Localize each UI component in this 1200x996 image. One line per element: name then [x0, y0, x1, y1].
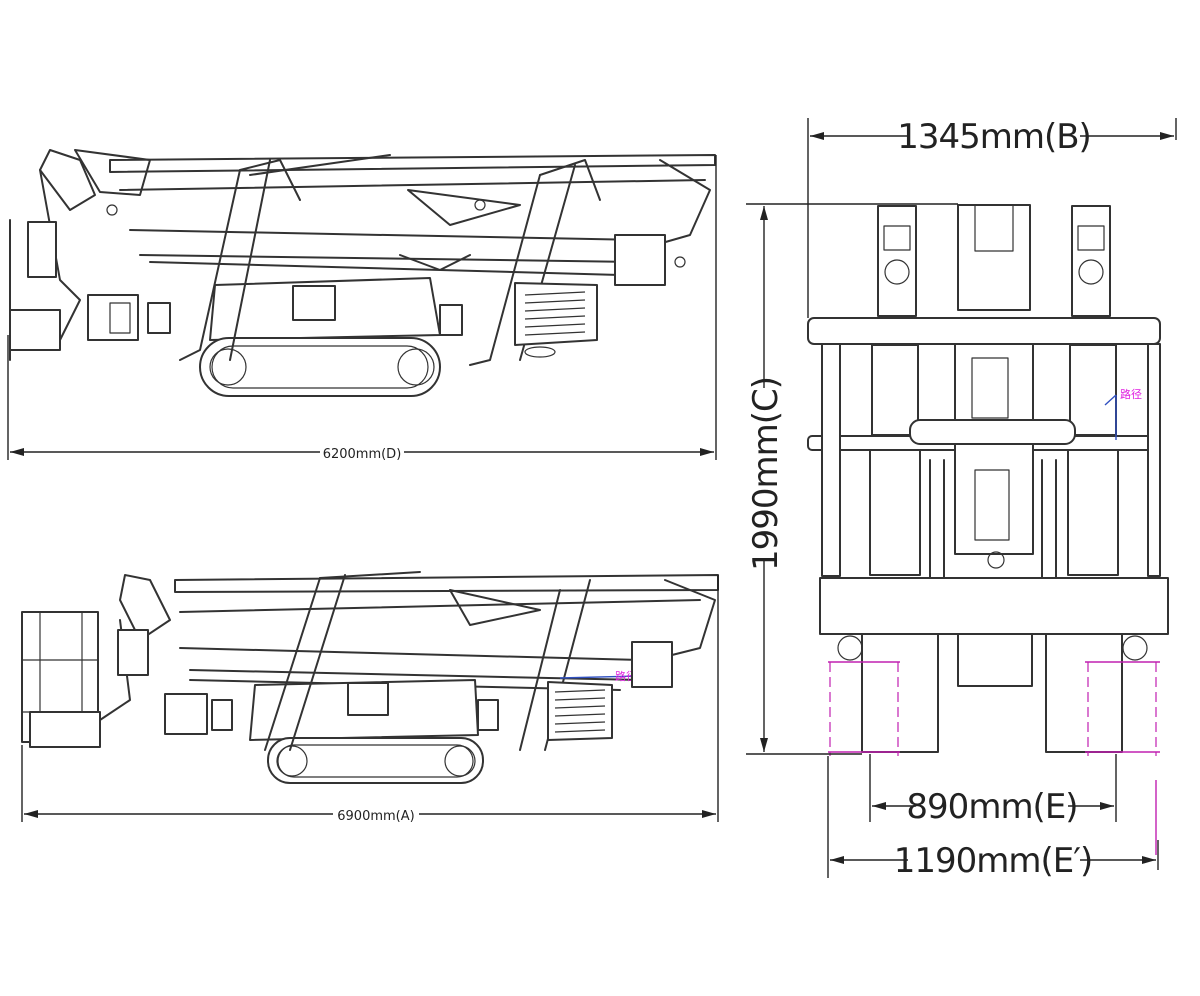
dim-bottom-length: 6900mm(A): [21, 575, 719, 824]
dim-label-890: 890mm(E): [906, 787, 1077, 827]
dim-label-1990: 1990mm(C): [746, 377, 786, 571]
dim-label-1190: 1190mm(E′): [894, 841, 1093, 881]
side-view-with-basket: 路径: [21, 571, 719, 784]
dim-label-6200: 6200mm(D): [323, 447, 402, 462]
dim-top-length: 6200mm(D): [7, 155, 717, 462]
dim-label-6900: 6900mm(A): [337, 809, 414, 824]
path-label-front: 路径: [1120, 388, 1142, 401]
dim-front-width: 1345mm(B): [807, 116, 1177, 318]
dim-track-width-ext: 1190mm(E′): [827, 756, 1159, 881]
dim-track-width: 890mm(E): [869, 754, 1117, 827]
front-view: 路径: [807, 204, 1169, 855]
dim-front-height: 1990mm(C): [744, 203, 958, 755]
side-view-stowed: [9, 149, 716, 397]
dim-label-1345: 1345mm(B): [897, 117, 1091, 157]
